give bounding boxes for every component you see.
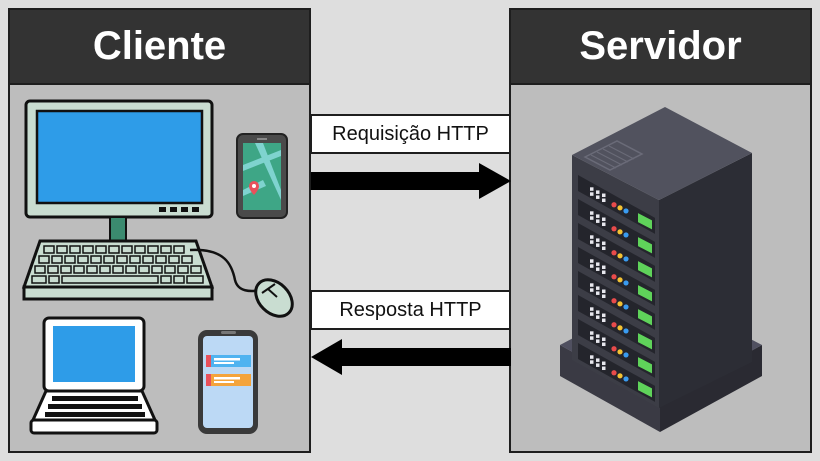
request-arrow <box>311 163 511 199</box>
client-title: Cliente <box>10 10 309 85</box>
server-title: Servidor <box>511 10 810 85</box>
request-label: Requisição HTTP <box>310 114 511 154</box>
response-arrow <box>311 339 511 375</box>
laptop-icon <box>29 316 159 435</box>
desktop-computer-icon <box>21 99 294 318</box>
server-rack-icon <box>560 107 762 432</box>
smartphone-app-icon <box>198 330 258 434</box>
response-label: Resposta HTTP <box>310 290 511 330</box>
smartphone-map-icon <box>236 133 288 219</box>
